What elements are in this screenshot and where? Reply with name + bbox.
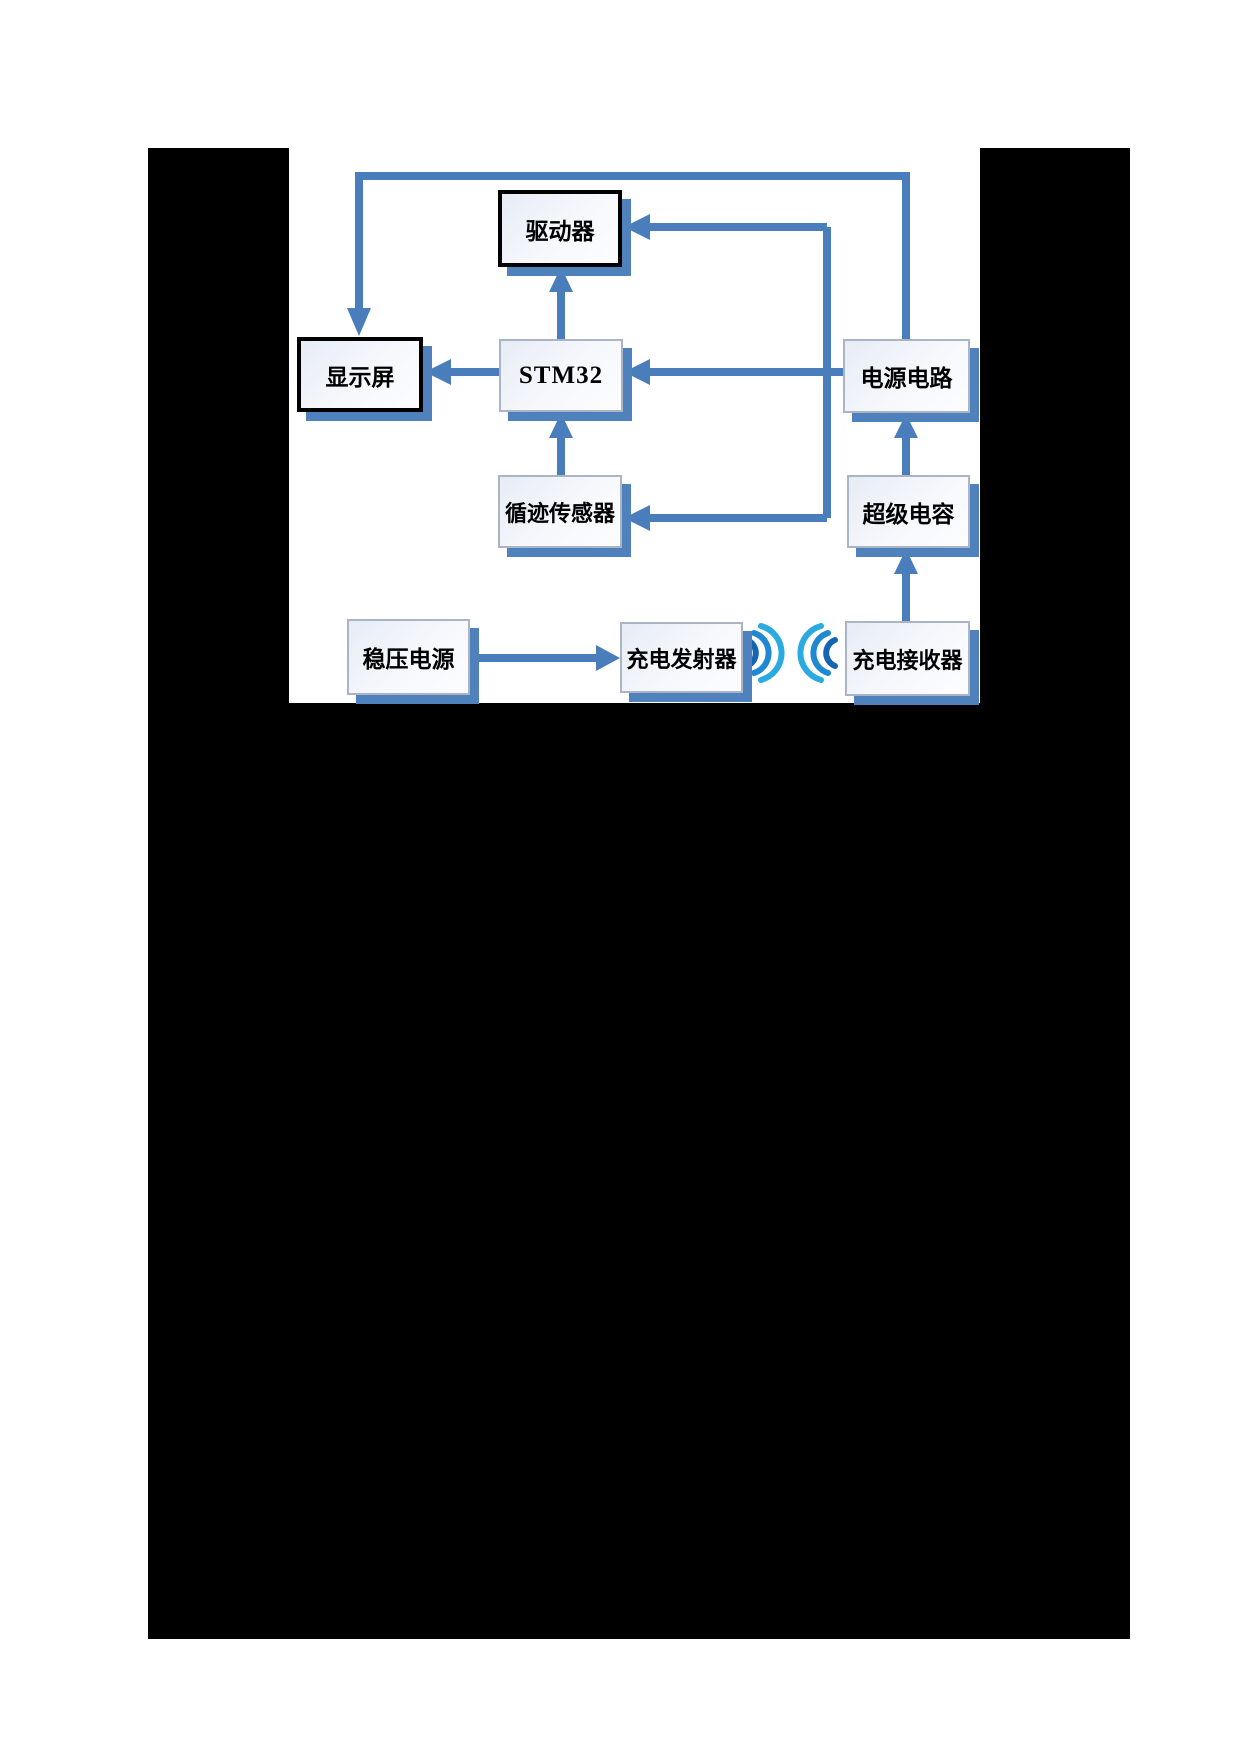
arrowhead-into-display-top	[347, 308, 371, 336]
node-power-circuit-label: 电源电路	[860, 365, 953, 391]
arrowhead-into-display-right	[425, 359, 451, 385]
node-charge-transmitter-label: 充电发射器	[626, 646, 737, 672]
arrowhead-into-mcu-bottom	[549, 413, 573, 438]
node-mcu-stm32: STM32	[499, 339, 623, 412]
node-super-capacitor-label: 超级电容	[862, 500, 955, 527]
node-display: 显示屏	[297, 337, 423, 412]
arrowhead-into-power-bottom	[894, 414, 918, 438]
node-charge-receiver: 充电接收器	[845, 621, 970, 696]
node-power-circuit: 电源电路	[843, 339, 970, 413]
arrowhead-into-driver-bottom	[549, 267, 573, 292]
node-driver: 驱动器	[498, 190, 622, 267]
node-tracking-sensor-label: 循迹传感器	[504, 500, 615, 526]
arrowhead-into-mcu-right	[624, 359, 650, 385]
arrowhead-into-capacitor-bottom	[894, 549, 918, 574]
arrowhead-into-tracking-right	[624, 505, 650, 531]
node-regulated-supply-label: 稳压电源	[362, 646, 455, 672]
node-charge-transmitter: 充电发射器	[620, 622, 743, 693]
node-tracking-sensor: 循迹传感器	[498, 475, 622, 548]
node-driver-label: 驱动器	[525, 217, 595, 244]
block-diagram-panel	[289, 148, 980, 703]
node-mcu-label: STM32	[518, 361, 604, 389]
node-charge-receiver-label: 充电接收器	[852, 647, 963, 673]
arrowhead-into-driver-right	[624, 214, 650, 240]
arrowhead-into-transmitter-left	[596, 645, 620, 671]
node-regulated-supply: 稳压电源	[347, 619, 470, 695]
node-super-capacitor: 超级电容	[847, 475, 970, 548]
receive-waves-icon	[797, 623, 838, 683]
edge-power-to-display	[355, 172, 910, 342]
transmit-waves-icon	[744, 623, 785, 683]
node-display-label: 显示屏	[325, 363, 395, 390]
